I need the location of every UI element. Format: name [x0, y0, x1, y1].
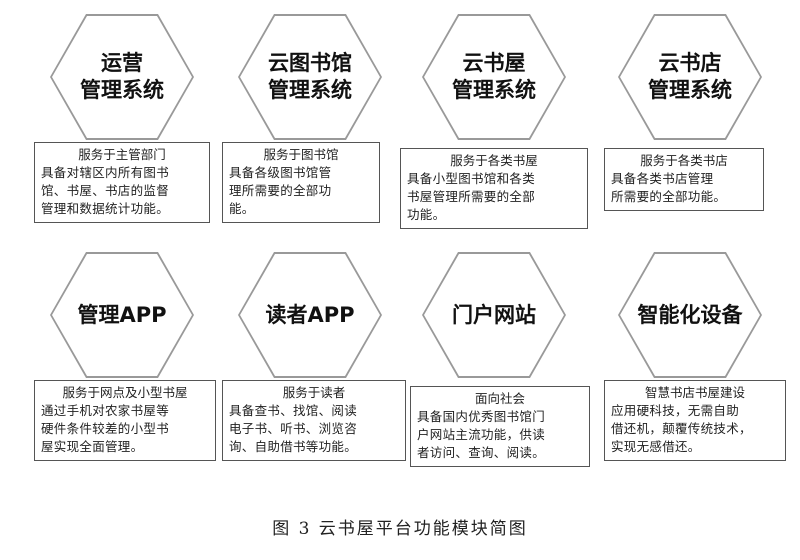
desc-title: 服务于各类书屋: [450, 153, 538, 168]
module-title-line: 管理APP: [77, 302, 167, 327]
desc-title: 服务于网点及小型书屋: [62, 385, 188, 400]
module-title-line: 智能化设备: [637, 302, 743, 327]
module-description-box: 服务于读者 具备查书、找馆、阅读 电子书、听书、浏览咨 询、自助借书等功能。: [222, 380, 406, 461]
desc-title: 服务于主管部门: [78, 147, 166, 162]
hexagon-node: 门户网站: [422, 252, 566, 378]
desc-line: 所需要的全部功能。: [611, 189, 727, 204]
desc-line: 具备各类书店管理: [611, 171, 714, 186]
module-description-box: 面向社会 具备国内优秀图书馆门 户网站主流功能，供读 者访问、查询、阅读。: [410, 386, 590, 467]
module-description-box: 服务于图书馆 具备各级图书馆管 理所需要的全部功 能。: [222, 142, 380, 223]
desc-line: 者访问、查询、阅读。: [417, 445, 546, 460]
desc-line: 实现无感借还。: [611, 439, 701, 454]
desc-line: 能。: [229, 201, 255, 216]
desc-line: 询、自助借书等功能。: [229, 439, 358, 454]
desc-line: 具备各级图书馆管: [229, 165, 332, 180]
module-description-box: 服务于网点及小型书屋 通过手机对农家书屋等 硬件条件较差的小型书 屋实现全面管理…: [34, 380, 216, 461]
hexagon-node: 读者APP: [238, 252, 382, 378]
desc-line: 应用硬科技，无需自助: [611, 403, 740, 418]
desc-title: 面向社会: [474, 391, 525, 406]
desc-line: 功能。: [407, 207, 446, 222]
module-title-line: 运营: [101, 51, 143, 75]
module-description-box: 服务于主管部门 具备对辖区内所有图书 馆、书屋、书店的监督 管理和数据统计功能。: [34, 142, 210, 223]
desc-line: 书屋管理所需要的全部: [407, 189, 536, 204]
module-title-line: 云书店: [658, 51, 722, 75]
desc-line: 通过手机对农家书屋等: [41, 403, 170, 418]
hexagon-node: 运营 管理系统: [50, 14, 194, 140]
module-title-line: 管理系统: [648, 78, 732, 102]
module-title-line: 管理系统: [268, 78, 352, 102]
desc-title: 智慧书店书屋建设: [644, 385, 745, 400]
desc-title: 服务于读者: [282, 385, 346, 400]
module-title-line: 管理系统: [80, 78, 164, 102]
desc-line: 具备国内优秀图书馆门: [417, 409, 546, 424]
desc-line: 管理和数据统计功能。: [41, 201, 170, 216]
module-description-box: 智慧书店书屋建设 应用硬科技，无需自助 借还机，颠覆传统技术， 实现无感借还。: [604, 380, 786, 461]
module-title-line: 读者APP: [265, 302, 355, 327]
desc-title: 服务于图书馆: [263, 147, 339, 162]
desc-line: 硬件条件较差的小型书: [41, 421, 170, 436]
module-title-line: 云图书馆: [268, 51, 352, 75]
desc-line: 具备查书、找馆、阅读: [229, 403, 358, 418]
desc-line: 具备对辖区内所有图书: [41, 165, 170, 180]
desc-line: 屋实现全面管理。: [41, 439, 144, 454]
hexagon-node: 云书屋 管理系统: [422, 14, 566, 140]
desc-line: 借还机，颠覆传统技术，: [611, 421, 752, 436]
figure-caption: 图 3 云书屋平台功能模块简图: [272, 519, 528, 539]
desc-title: 服务于各类书店: [640, 153, 728, 168]
hexagon-node: 云图书馆 管理系统: [238, 14, 382, 140]
desc-line: 具备小型图书馆和各类: [407, 171, 536, 186]
hexagon-node: 智能化设备: [618, 252, 762, 378]
module-title-line: 云书屋: [462, 51, 526, 75]
module-description-box: 服务于各类书屋 具备小型图书馆和各类 书屋管理所需要的全部 功能。: [400, 148, 588, 229]
module-title-line: 管理系统: [452, 78, 536, 102]
desc-line: 电子书、听书、浏览咨: [229, 421, 358, 436]
desc-line: 户网站主流功能，供读: [417, 427, 546, 442]
desc-line: 理所需要的全部功: [229, 183, 332, 198]
hexagon-node: 管理APP: [50, 252, 194, 378]
desc-line: 馆、书屋、书店的监督: [41, 183, 170, 198]
hexagon-node: 云书店 管理系统: [618, 14, 762, 140]
module-description-box: 服务于各类书店 具备各类书店管理 所需要的全部功能。: [604, 148, 764, 211]
module-title-line: 门户网站: [452, 302, 536, 327]
